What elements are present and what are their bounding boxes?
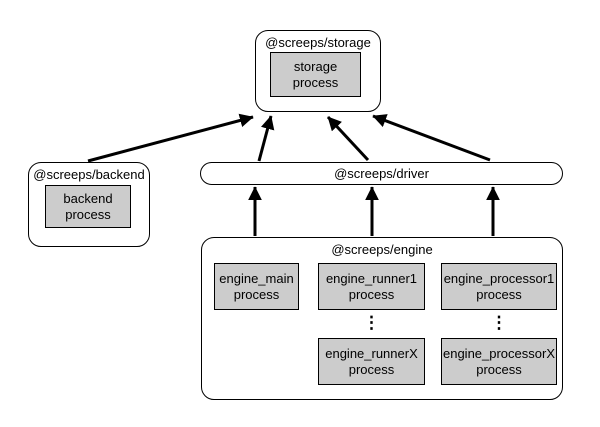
backend-package-label: @screeps/backend xyxy=(33,167,145,182)
processor-ellipsis: ⋮ xyxy=(490,313,508,332)
node-engine: @screeps/engine engine_main process engi… xyxy=(201,237,563,400)
edge-backend-to-storage xyxy=(87,113,254,163)
storage-process-box: storage process xyxy=(270,52,361,97)
engine-processorX-process-label: engine_processorX process xyxy=(442,345,556,377)
node-storage: @screeps/storage storage process xyxy=(255,30,381,112)
node-driver: @screeps/driver xyxy=(200,162,563,185)
storage-package-label: @screeps/storage xyxy=(265,35,371,50)
backend-process-box: backend process xyxy=(45,185,131,228)
engine-processor1-process-box: engine_processor1 process xyxy=(441,263,557,310)
edge-driver-to-storage xyxy=(372,114,491,162)
engine-runnerX-process-box: engine_runnerX process xyxy=(318,338,425,385)
engine-main-process-box: engine_main process xyxy=(214,263,299,310)
runner-ellipsis: ⋮ xyxy=(363,313,380,332)
backend-process-label: backend process xyxy=(63,190,113,222)
engine-processorX-process-box: engine_processorX process xyxy=(441,338,557,385)
engine-main-process-label: engine_main process xyxy=(219,270,294,302)
node-backend: @screeps/backend backend process xyxy=(28,162,150,247)
engine-runner1-process-label: engine_runner1 process xyxy=(325,270,418,302)
engine-processor1-process-label: engine_processor1 process xyxy=(443,270,555,302)
engine-runnerX-process-label: engine_runnerX process xyxy=(325,345,418,377)
driver-package-label: @screeps/driver xyxy=(334,166,429,181)
storage-process-label: storage process xyxy=(292,58,339,90)
engine-package-label: @screeps/engine xyxy=(331,242,433,257)
engine-runner1-process-box: engine_runner1 process xyxy=(318,263,425,310)
edge-driver-to-storage xyxy=(257,115,275,162)
edge-driver-to-storage xyxy=(326,115,370,162)
